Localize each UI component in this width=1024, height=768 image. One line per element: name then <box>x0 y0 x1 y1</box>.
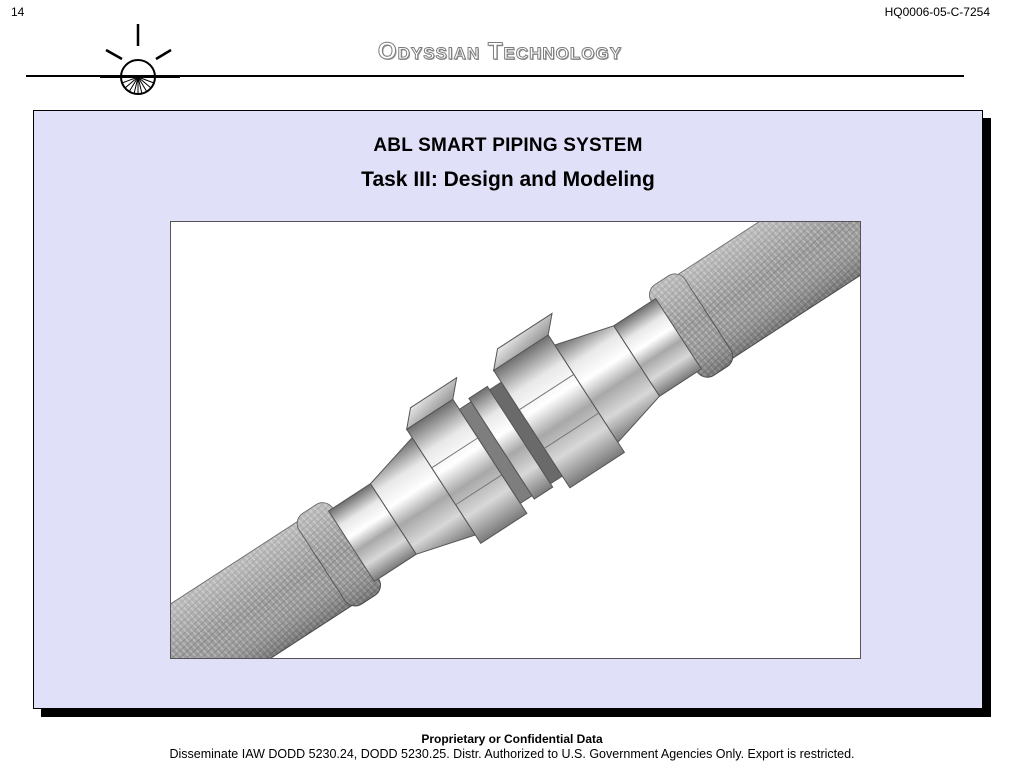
pipe-coupling-render-icon <box>170 221 861 659</box>
slide-title: ABL SMART PIPING SYSTEM <box>373 135 643 156</box>
header-rule <box>26 75 964 77</box>
slide-panel: ABL SMART PIPING SYSTEM Task III: Design… <box>33 110 983 709</box>
page-number: 14 <box>11 5 25 19</box>
footer-distribution-notice: Disseminate IAW DODD 5230.24, DODD 5230.… <box>169 747 855 761</box>
footer-proprietary-notice: Proprietary or Confidential Data <box>421 732 603 746</box>
company-name: Odyssian Technology <box>377 38 623 66</box>
sunrise-logo-icon <box>100 22 180 97</box>
slide-subtitle: Task III: Design and Modeling <box>361 168 655 191</box>
document-number: HQ0006-05-C-7254 <box>884 5 990 19</box>
